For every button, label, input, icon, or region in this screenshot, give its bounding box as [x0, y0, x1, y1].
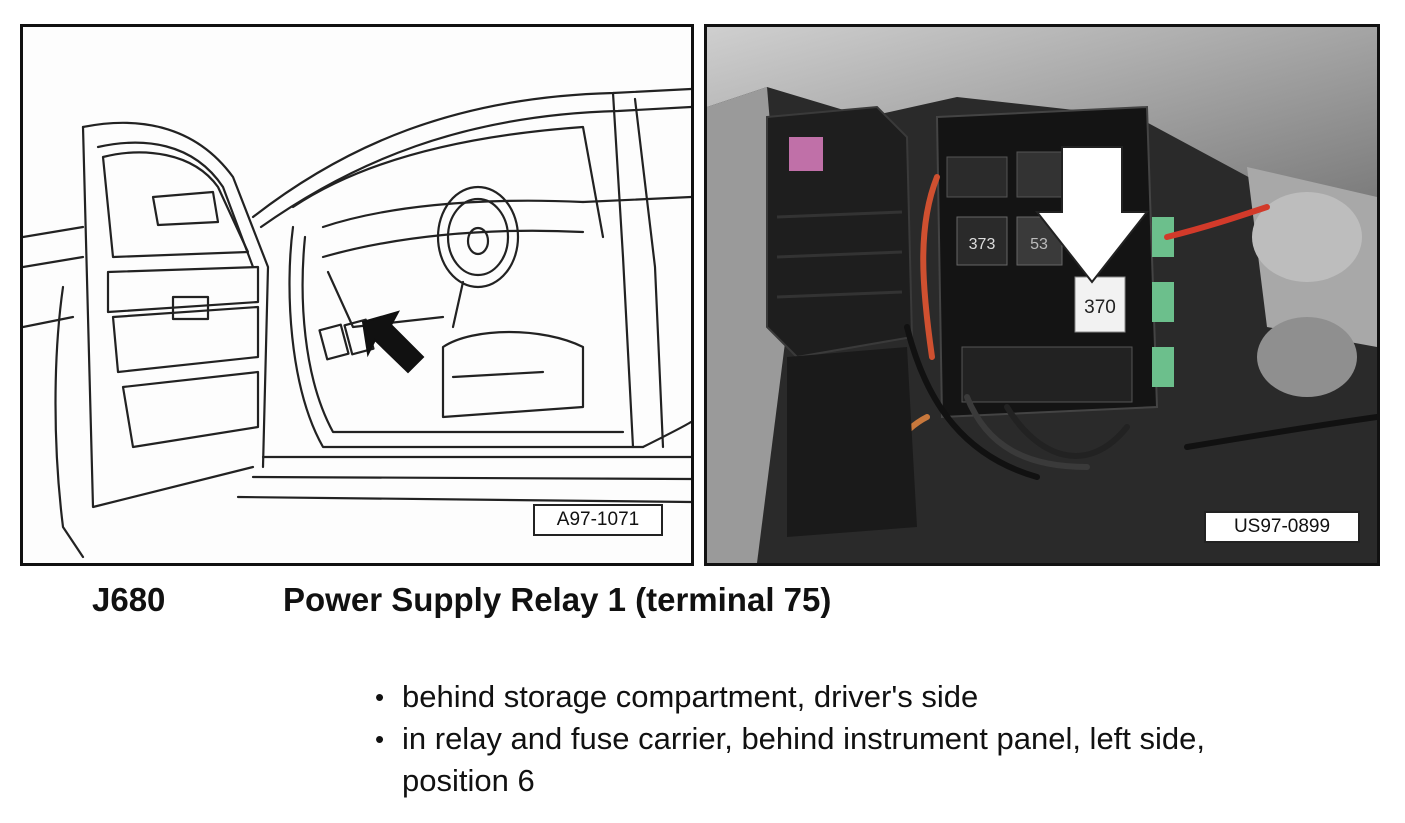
location-text: in relay and fuse carrier, behind instru…	[402, 721, 1206, 798]
location-item: • in relay and fuse carrier, behind inst…	[375, 718, 1275, 802]
relay-label-373: 373	[969, 236, 996, 253]
relay-label-370: 370	[1084, 297, 1116, 318]
relay-carrier-illustration: 373 53 370	[707, 27, 1377, 563]
bullet-icon: •	[375, 682, 385, 712]
location-item: • behind storage compartment, driver's s…	[375, 676, 1275, 718]
location-list: • behind storage compartment, driver's s…	[375, 676, 1275, 802]
relay-label-53: 53	[1030, 236, 1048, 253]
figure-reference-right: US97-0899	[1204, 511, 1360, 543]
relay-carrier-photo: 373 53 370 US97-0899	[704, 24, 1380, 566]
figure-reference-left: A97-1071	[533, 504, 663, 536]
component-title: Power Supply Relay 1 (terminal 75)	[283, 581, 832, 618]
arrow-icon	[1034, 146, 1150, 284]
location-text: behind storage compartment, driver's sid…	[402, 679, 979, 714]
car-interior-illustration	[23, 87, 691, 559]
component-code: J680	[92, 581, 166, 618]
arrow-icon	[361, 310, 425, 374]
bullet-icon: •	[375, 724, 385, 754]
vehicle-location-drawing: A97-1071	[20, 24, 694, 566]
